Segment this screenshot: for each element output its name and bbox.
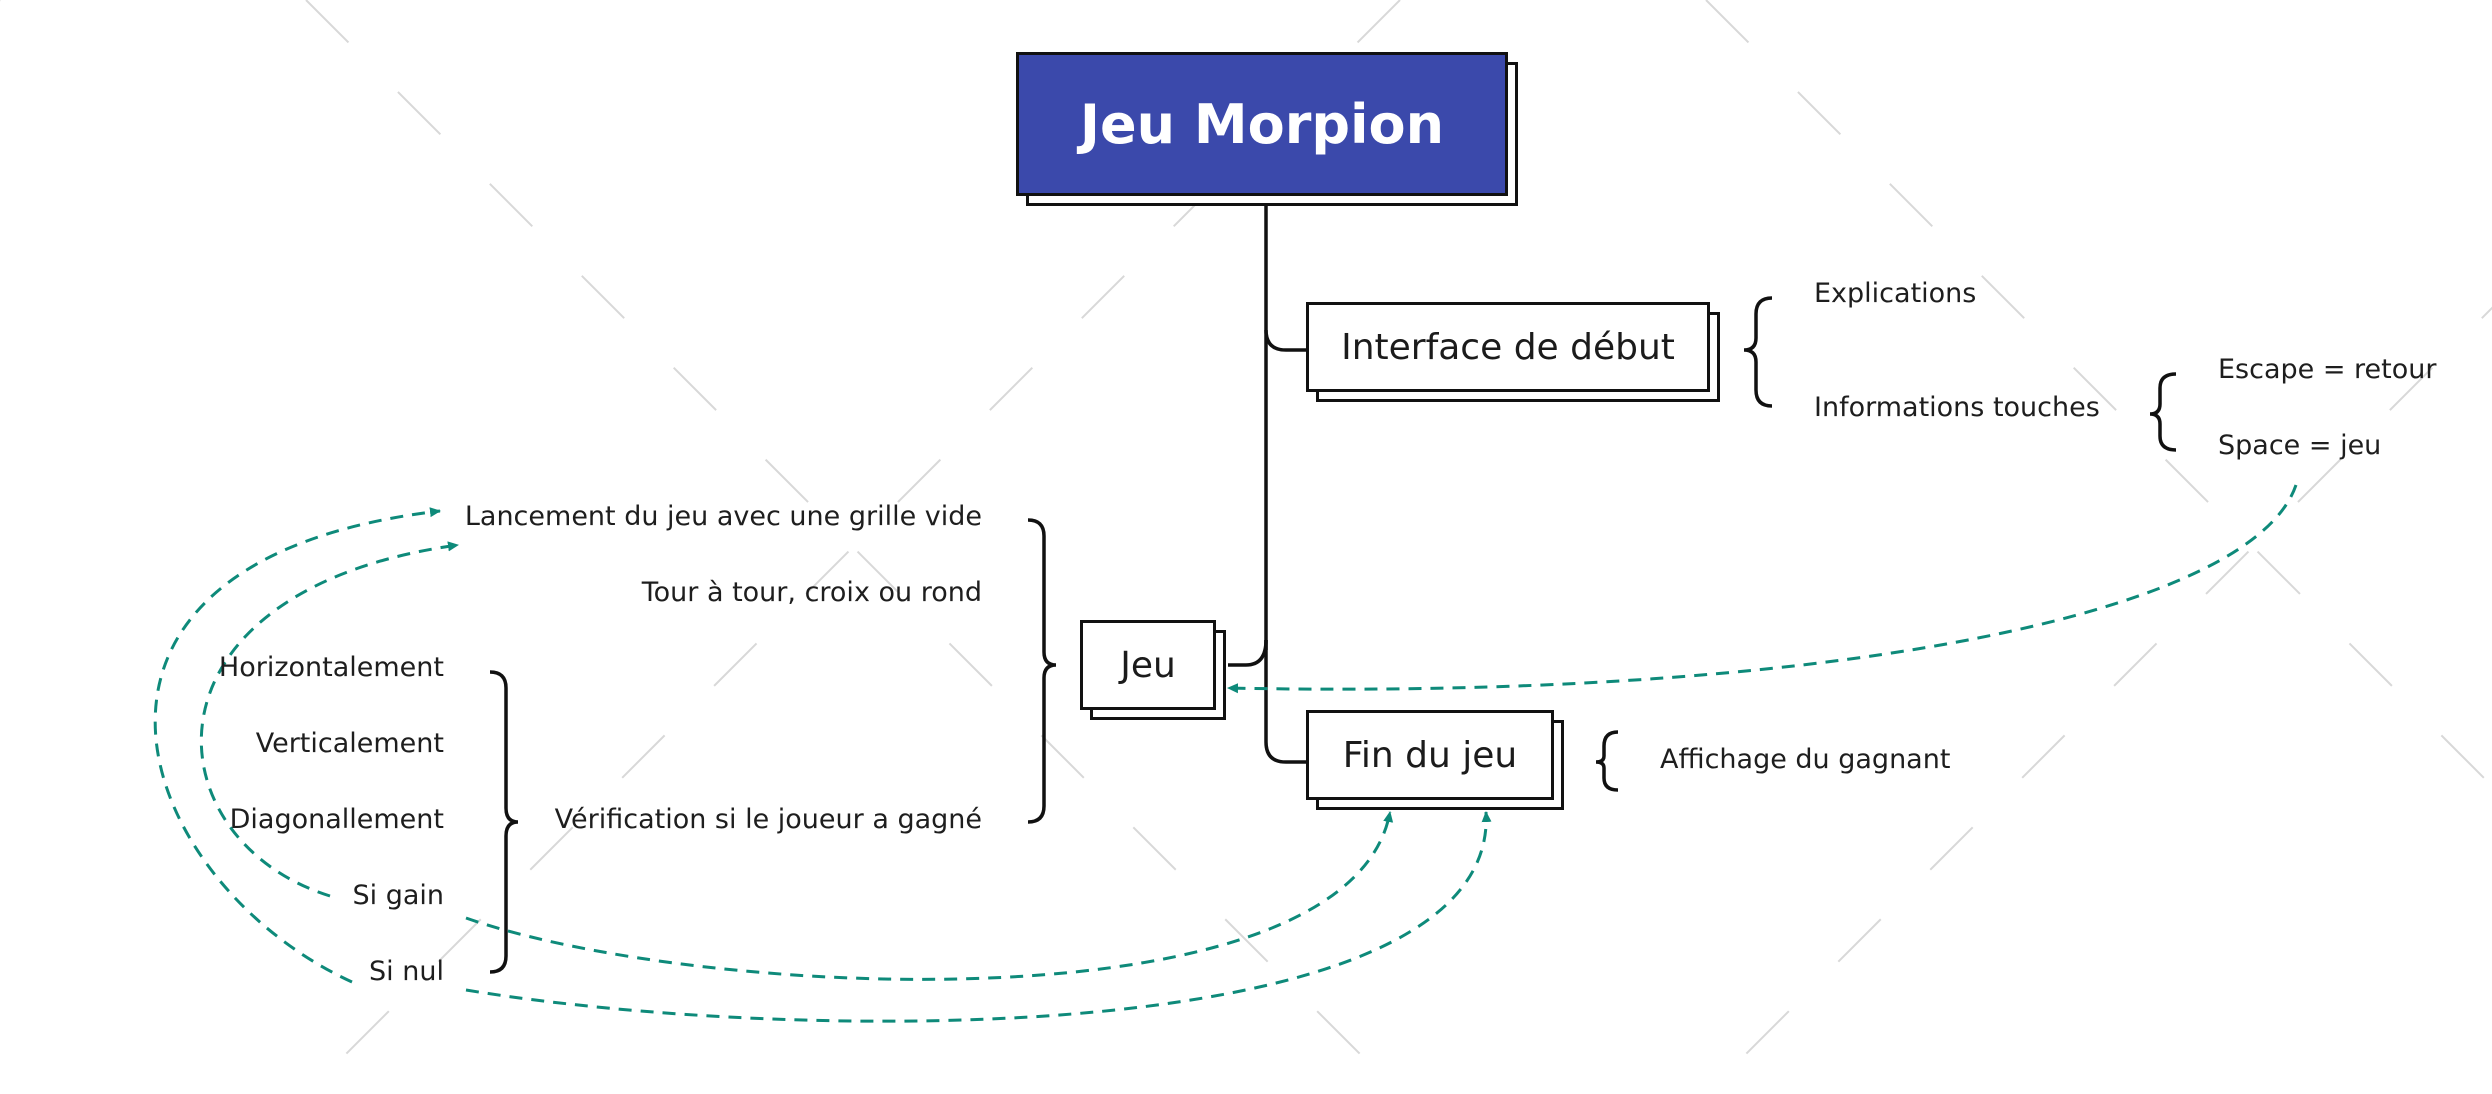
brace-interface (1743, 296, 1773, 408)
topic-jeu-box: Jeu (1080, 620, 1216, 710)
brace-verification (489, 670, 519, 974)
topic-jeu[interactable]: Jeu (1080, 620, 1226, 720)
relation-gain-to-fin (465, 811, 1394, 981)
subtopic-tour-a-tour[interactable]: Tour à tour, croix ou rond (641, 577, 982, 608)
brace-touches (2149, 372, 2177, 452)
central-topic-title: Jeu Morpion (1079, 92, 1445, 156)
relation-nul-to-lancement (153, 507, 441, 984)
connector-fin (1264, 640, 1306, 764)
subtopic-verification[interactable]: Vérification si le joueur a gagné (554, 804, 982, 835)
subtopic-verticalement[interactable]: Verticalement (255, 728, 444, 759)
subtopic-affichage-gagnant[interactable]: Affichage du gagnant (1660, 744, 1951, 775)
subtopic-si-gain[interactable]: Si gain (352, 880, 444, 911)
topic-jeu-label: Jeu (1120, 644, 1176, 686)
brace-jeu (1027, 518, 1057, 824)
topic-interface[interactable]: Interface de début (1306, 302, 1720, 402)
brace-fin (1595, 730, 1619, 792)
topic-fin[interactable]: Fin du jeu (1306, 710, 1564, 810)
subtopic-diagonallement[interactable]: Diagonallement (229, 804, 444, 835)
relation-space-to-jeu (1227, 484, 2298, 694)
subtopic-lancement[interactable]: Lancement du jeu avec une grille vide (464, 501, 982, 532)
topic-interface-box: Interface de début (1306, 302, 1710, 392)
subtopic-horizontalement[interactable]: Horizontalement (218, 652, 444, 683)
subtopic-si-nul[interactable]: Si nul (369, 956, 444, 987)
subtopic-explications[interactable]: Explications (1814, 278, 1977, 309)
central-topic-box: Jeu Morpion (1016, 52, 1508, 196)
subtopic-informations-touches[interactable]: Informations touches (1814, 392, 2100, 423)
connector-interface (1264, 329, 1306, 352)
relation-nul-to-fin (465, 811, 1492, 1023)
topic-fin-label: Fin du jeu (1342, 734, 1518, 776)
subtopic-escape-retour[interactable]: Escape = retour (2218, 354, 2437, 385)
topic-fin-box: Fin du jeu (1306, 710, 1554, 800)
connector-jeu (1228, 639, 1268, 667)
central-topic[interactable]: Jeu Morpion (1016, 52, 1518, 206)
topic-interface-label: Interface de début (1341, 326, 1675, 368)
relation-gain-to-lancement (200, 541, 459, 898)
subtopic-space-jeu[interactable]: Space = jeu (2218, 430, 2382, 461)
